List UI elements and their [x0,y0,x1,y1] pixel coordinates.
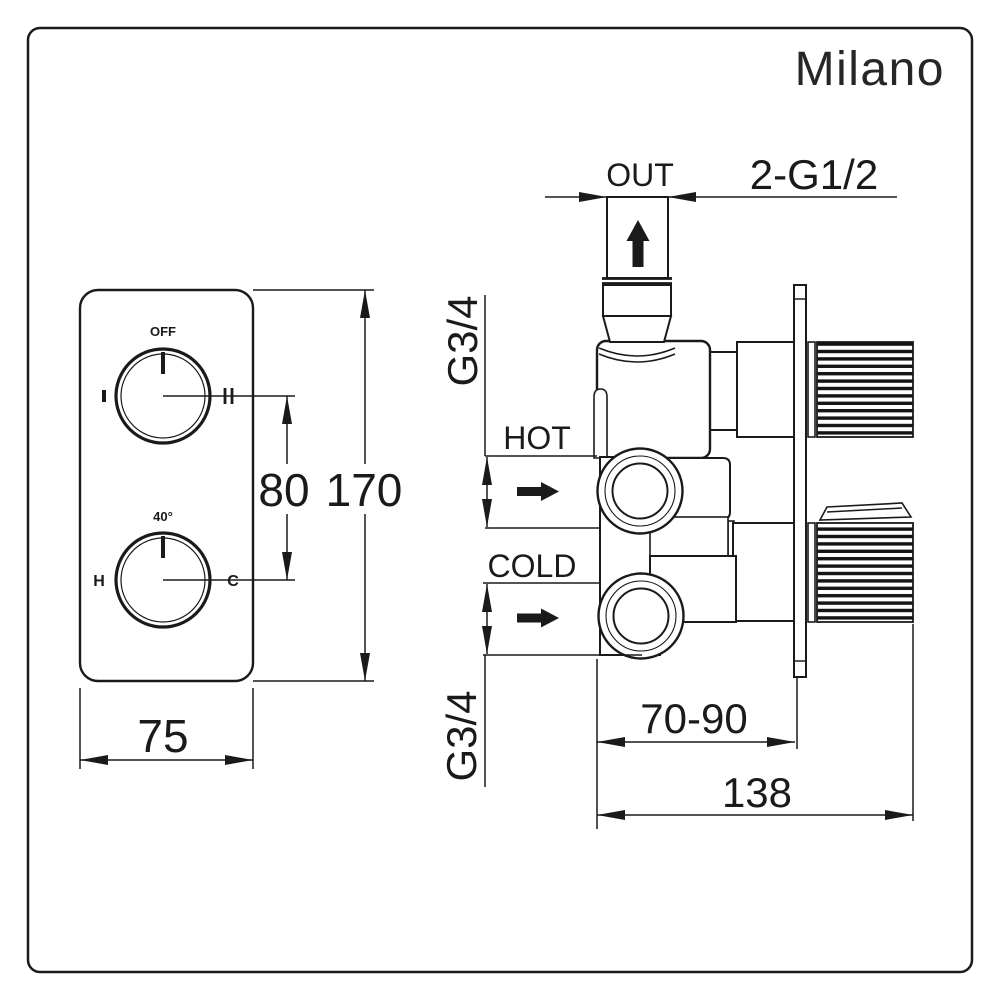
temp-knob: 40° H C [93,509,295,629]
brand-logo: Milano [795,43,945,96]
body-slot [593,388,608,459]
cold-inlet-annotation: COLD G3/4 [438,548,642,787]
hot-flow-arrow-icon [517,482,559,501]
top-connector [709,351,738,431]
dim-outlet: OUT 2-G1/2 [545,151,897,267]
knob-base [807,341,816,438]
arrow-down-icon [360,653,370,681]
outlet-taper [601,315,673,343]
arrow-up-icon [360,290,370,318]
arrow-down-icon [482,626,492,654]
dim-width-label: 75 [137,710,188,762]
arrow-left-icon [597,810,625,820]
knob-lever [818,502,913,521]
flow-cartridge-knob [807,341,914,438]
temp-knob-label: 40° [153,509,173,524]
knurled-knob [816,522,914,623]
dim-knob-spacing-label: 80 [258,464,309,516]
valve-body [593,196,795,660]
dim-total-depth-label: 138 [722,769,792,816]
side-view: OUT 2-G1/2 G3/4 HOT COLD G3/4 [438,151,914,829]
temp-cartridge-knob [807,502,914,623]
outlet-thread-label: 2-G1/2 [750,151,878,198]
hot-inlet-annotation: G3/4 HOT [439,295,600,529]
arrow-down-icon [282,552,292,580]
arrow-up-icon [482,457,492,485]
dim-wall-depth-label: 70-90 [640,695,747,742]
arrow-right-icon [579,192,607,202]
arrow-left-icon [668,192,696,202]
bottom-cartridge [732,522,795,622]
dim-height: 170 [253,289,403,682]
hot-inlet-port [596,447,684,535]
temp-cold-marker: C [227,573,239,590]
outlet-nut [602,284,672,317]
hot-label: HOT [503,420,571,456]
dim-height-label: 170 [326,464,403,516]
arrow-right-icon [225,755,253,765]
shoulder-arc [598,347,676,357]
knurled-knob [816,341,914,438]
outlet-label: OUT [606,157,674,193]
wall-plate-body [793,284,807,678]
arrow-down-icon [482,499,492,527]
wall-plate [793,284,807,678]
front-view: OFF 40° H C 80 170 [78,288,403,769]
dim-width: 75 [79,688,254,769]
top-cartridge [736,341,795,438]
page-border [26,26,974,974]
dim-wall-depth: 70-90 [596,659,798,829]
thread-bottom-label: G3/4 [438,690,485,781]
cold-inlet-port [597,572,685,660]
outlet-flow-arrow-icon [626,220,650,267]
flow-knob: OFF [102,324,295,445]
dim-knob-spacing: 80 [258,396,310,580]
arrow-right-icon [767,737,795,747]
thread-top-label: G3/4 [439,295,486,386]
flow-knob-off-label: OFF [150,324,176,339]
shoulder-arc [598,353,676,363]
knob-lever-edge [826,507,903,513]
arrow-up-icon [482,584,492,612]
temp-hot-marker: H [93,573,105,590]
knob-base [807,522,816,623]
cold-label: COLD [488,548,577,584]
arrow-right-icon [885,810,913,820]
arrow-left-icon [597,737,625,747]
cold-flow-arrow-icon [517,608,559,628]
arrow-left-icon [80,755,108,765]
arrow-up-icon [282,396,292,424]
dim-total-depth: 138 [597,624,914,821]
